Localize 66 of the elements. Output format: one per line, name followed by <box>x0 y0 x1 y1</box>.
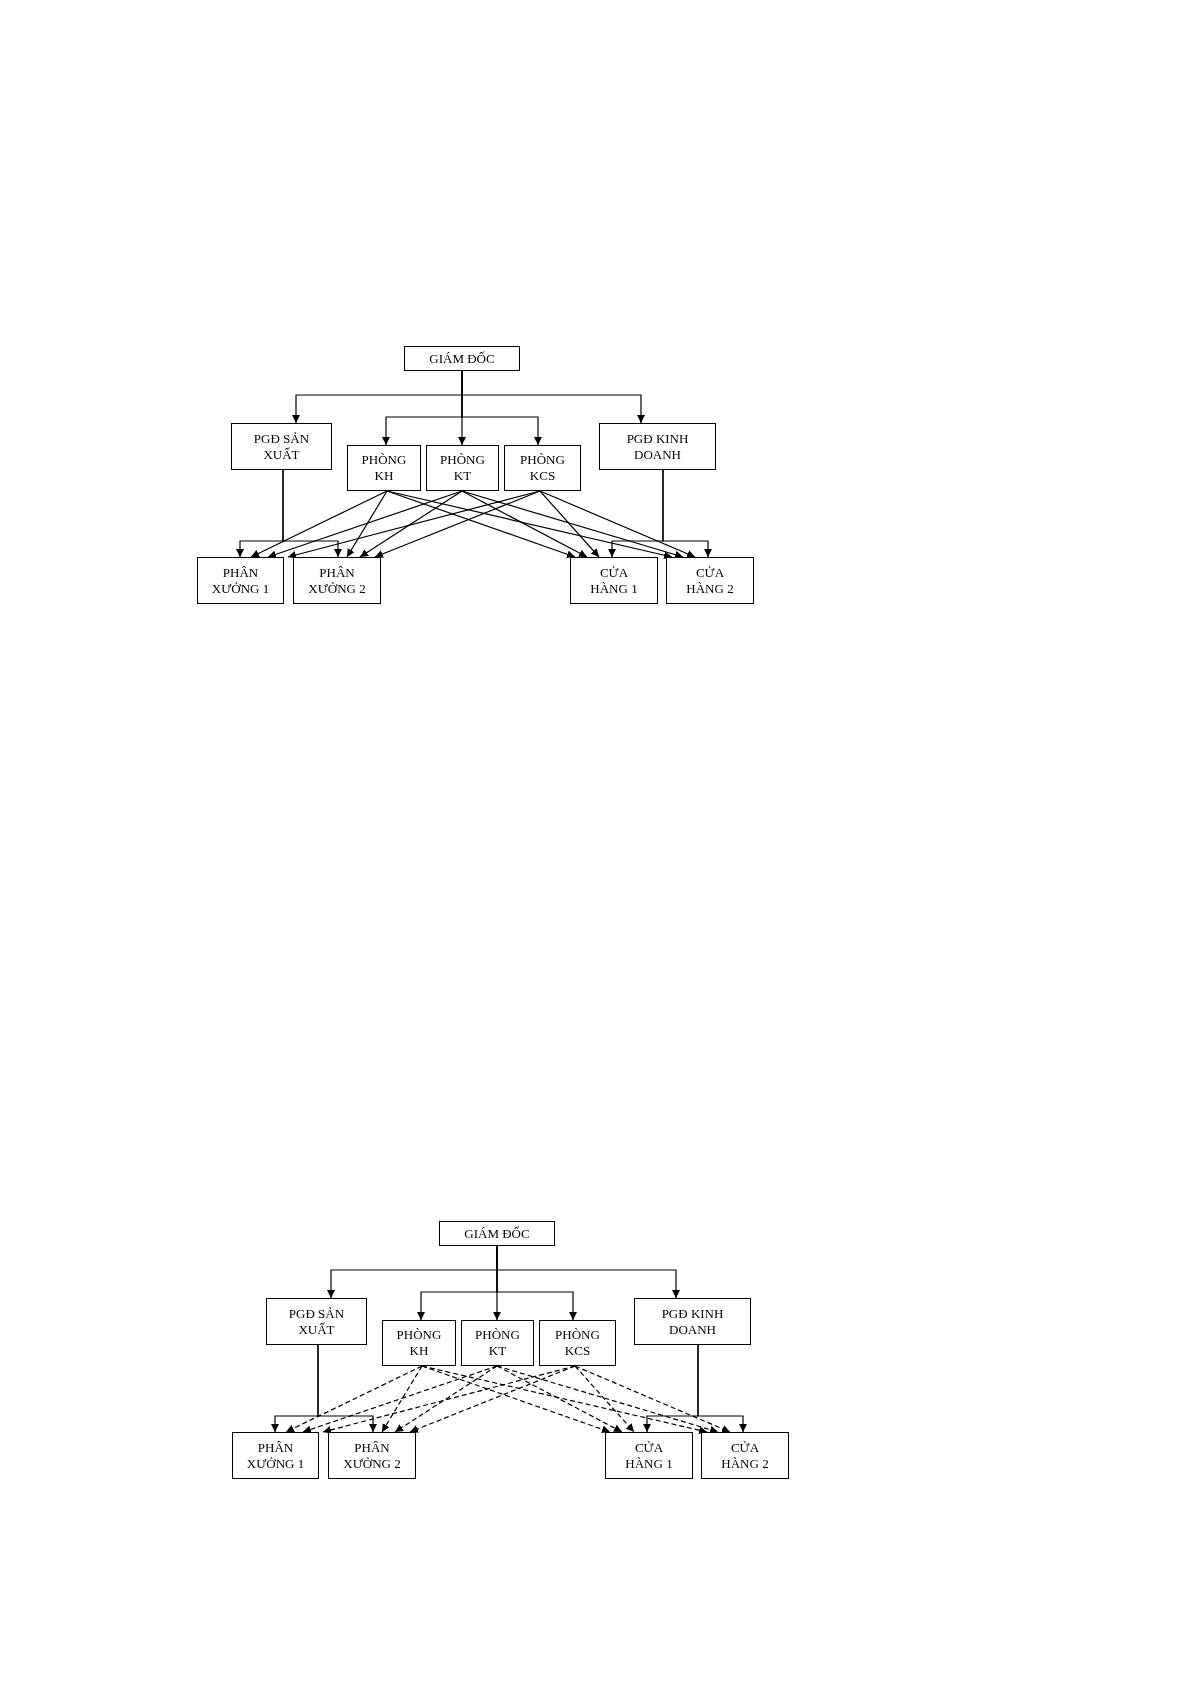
box-label: PHÂN XƯỞNG 1 <box>210 564 271 597</box>
org-box <box>232 1432 319 1479</box>
box-label: PHÒNG KH <box>360 452 408 484</box>
box-label: PGĐ SẢN XUẤT <box>252 430 311 463</box>
arrow <box>250 490 388 558</box>
arrow <box>267 490 463 559</box>
box-label: CỬA HÀNG 2 <box>685 564 735 597</box>
arrow <box>461 490 684 559</box>
box-label: GIÁM ĐỐC <box>464 1225 530 1242</box>
box-label: PHÒNG KCS <box>519 452 566 484</box>
org-box <box>570 557 658 604</box>
box-label: PHÒNG KH <box>395 1327 443 1359</box>
arrow <box>574 1365 635 1433</box>
org-box <box>461 1320 534 1366</box>
arrow <box>282 469 342 558</box>
box-label: PHÂN XƯỞNG 1 <box>245 1439 306 1472</box>
org-box <box>599 423 716 470</box>
org-box <box>197 557 284 604</box>
org-box <box>504 445 581 491</box>
org-box <box>666 557 754 604</box>
arrow <box>359 490 463 558</box>
box-label: PGĐ KINH DOANH <box>625 430 690 463</box>
org-box <box>328 1432 416 1479</box>
arrow <box>421 1365 611 1434</box>
box-label: CỬA HÀNG 2 <box>720 1439 770 1472</box>
box-label: CỬA HÀNG 1 <box>589 564 639 597</box>
arrow <box>285 1365 423 1433</box>
org-box <box>605 1432 693 1479</box>
box-label: PGĐ SẢN XUẤT <box>287 1305 346 1338</box>
org-box <box>231 423 332 470</box>
org-box <box>382 1320 456 1366</box>
arrow <box>317 1344 377 1433</box>
arrow <box>496 1365 623 1433</box>
org-box <box>634 1298 751 1345</box>
box-label: PHÂN XƯỞNG 2 <box>342 1439 402 1472</box>
arrow <box>496 1365 719 1434</box>
org-box <box>539 1320 616 1366</box>
box-label: PHÂN XƯỞNG 2 <box>307 564 367 597</box>
box-label: PHÒNG KT <box>474 1327 521 1359</box>
arrow <box>574 1365 731 1433</box>
arrow <box>346 490 388 558</box>
org-box <box>347 445 421 491</box>
box-label: PHÒNG KCS <box>554 1327 601 1359</box>
arrow <box>381 1365 423 1433</box>
org-box <box>404 346 520 371</box>
org-box <box>293 557 381 604</box>
arrow <box>409 1365 576 1433</box>
org-box <box>266 1298 367 1345</box>
arrow <box>662 469 712 558</box>
arrow <box>386 490 576 559</box>
box-label: PGĐ KINH DOANH <box>660 1305 725 1338</box>
arrow <box>302 1365 498 1434</box>
arrow <box>539 490 600 558</box>
arrow <box>697 1344 747 1433</box>
arrow <box>374 490 541 558</box>
arrow <box>386 490 673 560</box>
arrow <box>394 1365 498 1433</box>
arrow <box>539 490 696 558</box>
box-label: CỬA HÀNG 1 <box>624 1439 674 1472</box>
arrow <box>421 1365 708 1435</box>
box-label: PHÒNG KT <box>439 452 486 484</box>
org-box <box>439 1221 555 1246</box>
org-box <box>426 445 499 491</box>
arrow <box>461 490 588 558</box>
org-box <box>701 1432 789 1479</box>
box-label: GIÁM ĐỐC <box>429 350 495 367</box>
